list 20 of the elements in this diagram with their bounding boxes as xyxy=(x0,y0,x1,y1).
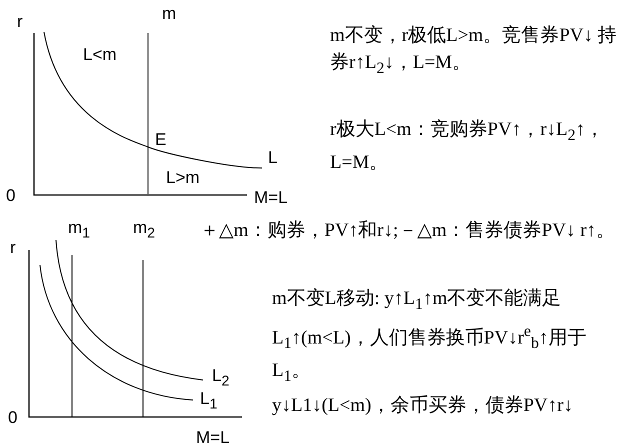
axis-label: r xyxy=(17,12,23,32)
point-label: E xyxy=(155,130,166,150)
curve-label: L$_{1}$ xyxy=(200,389,218,413)
line-label: m xyxy=(162,4,176,24)
origin-label: 0 xyxy=(8,408,18,428)
paragraph: r极大L<m：竞购券PV↑，r↓L$_{2}$↑，L=M。 xyxy=(330,118,606,175)
paragraph: m不变，r极低L>m。竞售券PV↓ 持券r↑L$_{2}$↓，L=M。 xyxy=(330,24,618,79)
line-label: m$_{2}$ xyxy=(133,218,156,242)
axis-label: M=L xyxy=(196,428,230,445)
axis-label: r xyxy=(10,238,16,258)
line-label: m$_{1}$ xyxy=(68,218,90,242)
axis-label: M=L xyxy=(254,188,288,208)
paragraph: m不变L移动: y↑L$_{1}$↑m不变不能满足L$_{1}$↑(m<L)，人们售券换币PV↓r$^{e}$$_{b}$↑用于L$_{1}$。 xyxy=(272,287,588,387)
paragraph: y↓L1↓(L<m)，余币买券，债券PV↑r↓ xyxy=(272,394,574,418)
region-label: L>m xyxy=(166,168,200,188)
origin-label: 0 xyxy=(6,186,16,206)
paragraph: ＋△m：购券，PV↑和r↓;－△m：售券债券PV↓ r↑。 xyxy=(200,219,616,243)
curve-label: L xyxy=(268,148,278,168)
region-label: L<m xyxy=(83,45,117,65)
curve-label: L$_{2}$ xyxy=(212,366,230,390)
